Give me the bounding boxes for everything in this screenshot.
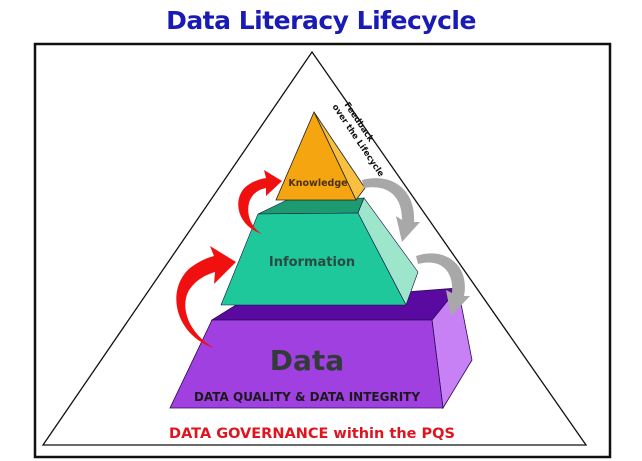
outer-frame [33, 42, 612, 459]
red-arrow-data-to-information [176, 246, 236, 348]
governance-triangle [41, 50, 588, 446]
data-label: Data [270, 344, 344, 377]
diagram-title: Data Literacy Lifecycle [166, 6, 476, 35]
information-layer: Information [220, 197, 419, 306]
data-layer: Data DATA QUALITY & DATA INTEGRITY [169, 287, 473, 410]
data-front-face [169, 319, 444, 409]
grey-arrow-knowledge-to-information [362, 178, 420, 242]
information-label: Information [269, 255, 355, 270]
governance-label: DATA GOVERNANCE within the PQS [169, 426, 455, 442]
knowledge-layer: Knowledge [275, 111, 366, 201]
grey-arrow-information-to-data [416, 253, 470, 316]
information-front-face [220, 212, 407, 306]
red-arrow-information-to-knowledge [238, 170, 282, 234]
data-quality-label: DATA QUALITY & DATA INTEGRITY [194, 390, 420, 404]
knowledge-front-face [275, 111, 357, 201]
knowledge-label: Knowledge [288, 178, 347, 189]
